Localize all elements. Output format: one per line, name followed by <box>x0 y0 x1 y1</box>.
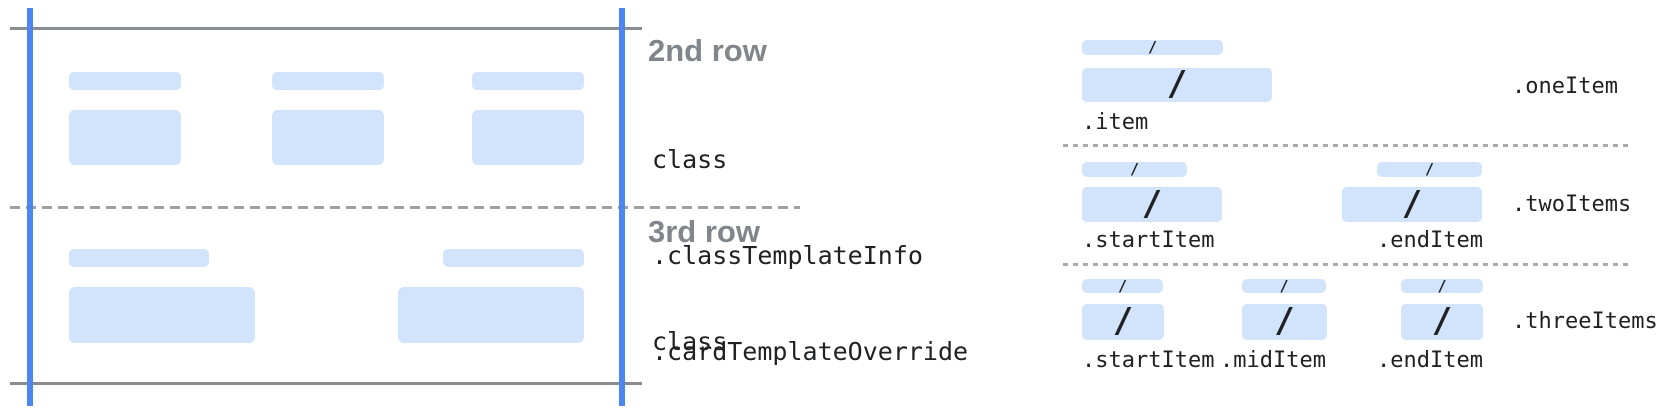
slash-icon: / <box>1401 183 1423 224</box>
code-line: class <box>652 327 728 356</box>
item-field-label: .startItem <box>1082 348 1215 373</box>
slash-icon: / <box>1437 276 1447 295</box>
slash-icon: / <box>1166 64 1188 104</box>
slash-icon: / <box>1112 301 1134 341</box>
item-field-label: .endItem <box>1377 348 1483 373</box>
row3-heading: 3rd row <box>648 214 760 249</box>
section-divider-dotted-line <box>1063 144 1630 147</box>
item-label-bar: / <box>1377 162 1482 177</box>
code-line: .cardTemplateOverride <box>652 337 969 366</box>
field-value-bar <box>69 287 255 343</box>
field-label-bar <box>272 72 384 90</box>
slash-icon: / <box>1424 160 1435 178</box>
item-value-bar: / <box>1242 304 1327 340</box>
field-value-bar <box>472 110 584 165</box>
layout-name-label: .twoItems <box>1512 192 1632 217</box>
item-value-bar: / <box>1342 187 1482 222</box>
row2-heading: 2nd row <box>648 33 767 68</box>
item-value-bar: / <box>1082 64 1272 104</box>
item-value-bar: / <box>1082 304 1164 340</box>
item-field-label: .endItem <box>1377 228 1483 253</box>
field-value-bar <box>398 287 584 343</box>
layout-name-label: .threeItems <box>1512 309 1658 334</box>
field-value-bar <box>69 110 181 165</box>
layout-name-label: .oneItem <box>1512 74 1618 99</box>
row-divider-dashed-line <box>10 206 800 209</box>
field-value-bar <box>272 110 384 165</box>
card-top-edge-line <box>10 27 642 30</box>
card-bottom-edge-line <box>10 382 642 385</box>
item-field-label: .item <box>1082 110 1149 135</box>
field-label-bar <box>69 249 209 267</box>
row2-class-path: class .classTemplateInfo .cardTemplateOv… <box>652 80 1013 412</box>
slash-icon: / <box>1129 160 1140 178</box>
item-value-bar: / <box>1401 304 1483 340</box>
slash-icon: / <box>1117 276 1128 295</box>
card-left-edge-line <box>27 8 33 406</box>
slash-icon: / <box>1141 183 1163 224</box>
card-right-edge-line <box>619 8 625 406</box>
row3-class-path: class .classTemplateInfo .cardTemplateOv… <box>652 262 1013 412</box>
item-field-label: .midItem <box>1220 348 1326 373</box>
code-line: .classTemplateInfo <box>652 241 923 270</box>
item-label-bar: / <box>1401 276 1483 295</box>
slash-icon: / <box>1274 301 1295 341</box>
item-label-bar: / <box>1082 162 1187 177</box>
slash-icon: / <box>1147 38 1158 56</box>
item-label-bar: / <box>1082 276 1163 295</box>
field-label-bar <box>443 249 584 267</box>
field-label-bar <box>69 72 181 90</box>
item-value-bar: / <box>1082 187 1222 222</box>
section-divider-dotted-line <box>1063 263 1630 266</box>
slash-icon: / <box>1431 301 1453 341</box>
item-label-bar: / <box>1242 276 1326 295</box>
slash-icon: / <box>1279 276 1289 295</box>
item-label-bar: / <box>1082 40 1223 55</box>
field-label-bar <box>472 72 584 90</box>
code-line: class <box>652 145 728 174</box>
item-field-label: .startItem <box>1082 228 1215 253</box>
